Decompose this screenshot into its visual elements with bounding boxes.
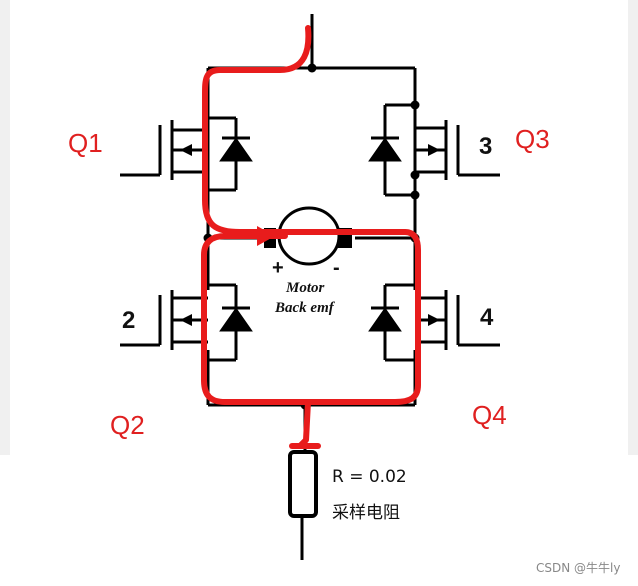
label-num-2: 2 bbox=[122, 307, 135, 334]
label-q2: Q2 bbox=[110, 410, 145, 440]
label-num-4: 4 bbox=[480, 304, 494, 331]
current-arrow-icon bbox=[257, 226, 275, 246]
right-gray-strip bbox=[628, 0, 638, 455]
junction-dots bbox=[203, 63, 420, 410]
current-path bbox=[201, 25, 421, 449]
mosfet-q2 bbox=[120, 283, 253, 362]
resistor-value: R = 0.02 bbox=[332, 467, 407, 487]
watermark: CSDN @牛牛ly bbox=[536, 560, 620, 575]
label-q3: Q3 bbox=[515, 124, 550, 154]
left-gray-strip bbox=[0, 0, 10, 455]
resistor-name: 采样电阻 bbox=[332, 503, 400, 523]
motor-label-line2: Back emf bbox=[274, 300, 336, 316]
motor-label-line1: Motor bbox=[285, 280, 325, 296]
label-q4: Q4 bbox=[472, 400, 507, 430]
mosfet-q1 bbox=[120, 116, 253, 192]
motor-plus: + bbox=[272, 257, 284, 279]
motor-minus: - bbox=[333, 257, 340, 279]
label-num-3: 3 bbox=[479, 133, 492, 160]
mosfet-q4 bbox=[368, 283, 500, 362]
label-q1: Q1 bbox=[68, 128, 103, 158]
mosfet-q3 bbox=[368, 103, 500, 197]
sense-resistor bbox=[288, 450, 318, 518]
